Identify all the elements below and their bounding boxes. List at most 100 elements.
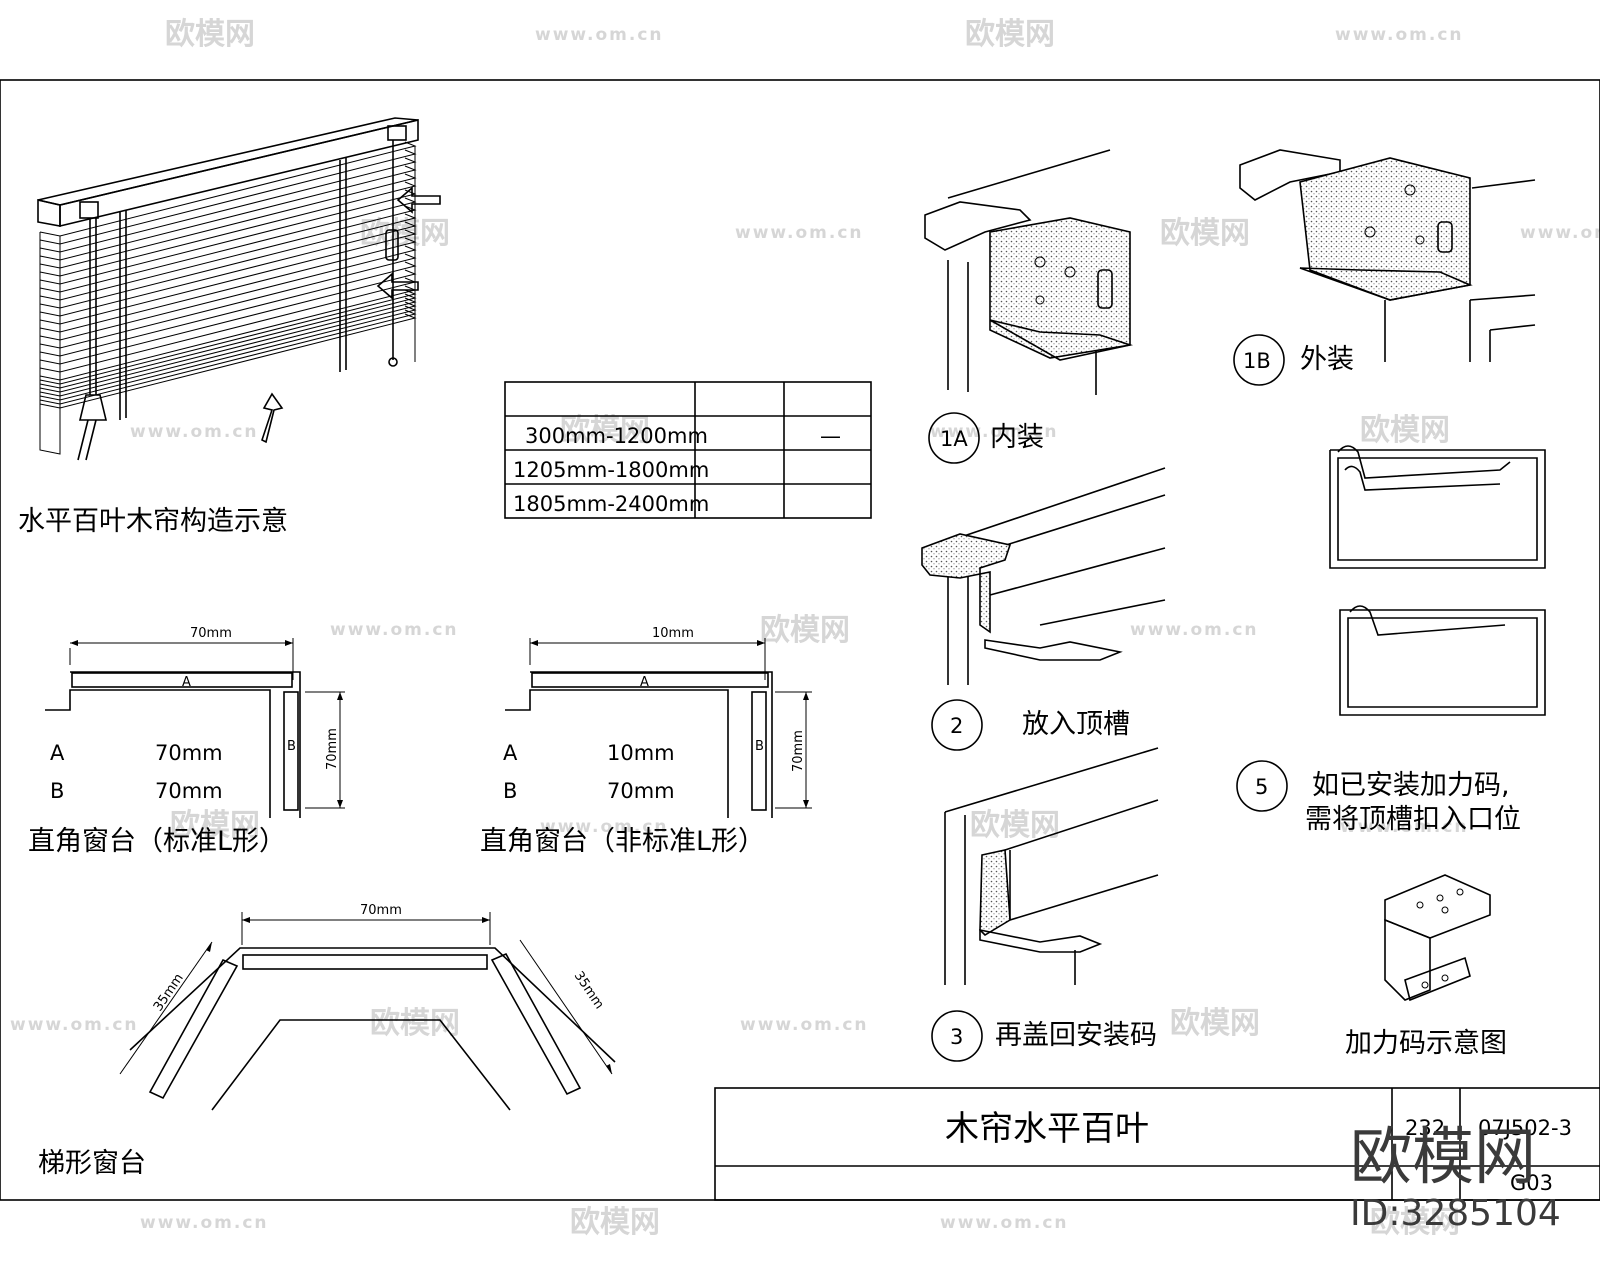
svg-text:www.om.cn: www.om.cn — [740, 1015, 869, 1035]
svg-text:欧模网: 欧模网 — [165, 17, 255, 52]
svg-text:欧模网: 欧模网 — [760, 613, 850, 648]
trap-top-dim: 70mm — [360, 903, 402, 918]
svg-text:A: A — [503, 741, 518, 765]
svg-text:1B: 1B — [1243, 349, 1271, 373]
svg-text:欧模网: 欧模网 — [370, 1006, 460, 1041]
step-1b-label: 1B 外装 — [1233, 334, 1354, 386]
svg-text:10mm: 10mm — [607, 741, 675, 765]
svg-text:www.om.cn: www.om.cn — [330, 620, 459, 640]
svg-text:www.om.cn: www.om.cn — [735, 223, 864, 243]
blind-slat — [39, 221, 417, 317]
blind-slat — [39, 197, 417, 293]
blind-slat — [39, 173, 417, 269]
svg-text:www.om.cn: www.om.cn — [10, 1015, 139, 1035]
svg-text:欧模网: 欧模网 — [1170, 1006, 1260, 1041]
svg-text:欧模网: 欧模网 — [170, 808, 260, 843]
svg-text:5: 5 — [1255, 775, 1268, 799]
title-block-page: 232 — [1405, 1116, 1445, 1140]
blind-slat — [39, 261, 417, 357]
blind-slat — [39, 141, 417, 237]
svg-text:需将顶槽扣入口位: 需将顶槽扣入口位 — [1305, 804, 1521, 835]
svg-text:www.om.cn: www.om.cn — [535, 25, 664, 45]
size-table: 300mm-1200mm — 1205mm-1800mm 1805mm-2400… — [504, 381, 872, 519]
blind-slat — [39, 297, 417, 393]
watermark-layer: 欧模网 www.om.cn 欧模网 www.om.cn 欧模网 www.om.c… — [10, 17, 1600, 1240]
blind-slat — [39, 205, 417, 301]
nonstd-l-top-dim: 10mm — [652, 626, 694, 641]
blind-slat — [39, 229, 417, 325]
svg-text:A: A — [182, 675, 191, 690]
svg-text:欧模网: 欧模网 — [970, 808, 1060, 843]
svg-text:外装: 外装 — [1300, 344, 1354, 375]
svg-text:www.om.cn: www.om.cn — [1520, 223, 1600, 243]
svg-text:欧模网: 欧模网 — [965, 17, 1055, 52]
blind-slat — [39, 285, 417, 381]
blind-slat — [39, 237, 417, 333]
svg-text:再盖回安装码: 再盖回安装码 — [995, 1020, 1157, 1051]
svg-text:3: 3 — [950, 1025, 963, 1049]
svg-text:如已安装加力码,: 如已安装加力码, — [1312, 770, 1510, 801]
svg-text:欧模网: 欧模网 — [1360, 413, 1450, 448]
blind-slat — [39, 313, 417, 409]
blind-slat — [39, 277, 417, 373]
svg-text:www.om.cn: www.om.cn — [1335, 25, 1464, 45]
svg-text:www.om.cn: www.om.cn — [540, 817, 669, 837]
blind-caption: 水平百叶木帘构造示意 — [18, 506, 288, 537]
blind-slat — [39, 213, 417, 309]
blind-slat — [39, 165, 417, 261]
svg-text:B: B — [50, 779, 64, 803]
step-5-profiles — [1329, 445, 1546, 716]
step-1b-illustration — [1239, 149, 1536, 362]
svg-text:35mm: 35mm — [151, 971, 187, 1014]
blind-slat — [39, 157, 417, 253]
blind-slat — [39, 181, 417, 277]
svg-text:B: B — [755, 739, 764, 754]
step-3-illustration — [944, 747, 1159, 985]
table-cell-range-3: 1805mm-2400mm — [513, 492, 709, 516]
nonstd-l-diagram: 10mm A B 70mm A 10mm B 70mm — [503, 626, 812, 818]
svg-text:欧模网: 欧模网 — [560, 413, 650, 448]
svg-text:70mm: 70mm — [155, 779, 223, 803]
svg-text:内装: 内装 — [990, 422, 1044, 453]
blind-slat — [39, 269, 417, 365]
svg-text:欧模网: 欧模网 — [1350, 1120, 1536, 1193]
trapezoid-caption: 梯形窗台 — [38, 1148, 146, 1179]
svg-text:A: A — [50, 741, 65, 765]
svg-text:www.om.cn: www.om.cn — [1340, 817, 1469, 837]
blind-slat — [39, 245, 417, 341]
reinforce-bracket-illustration — [1384, 874, 1491, 1002]
step-3-label: 3 再盖回安装码 — [931, 1010, 1157, 1062]
svg-text:B: B — [287, 739, 296, 754]
step-5-label: 5 如已安装加力码, 需将顶槽扣入口位 — [1236, 760, 1521, 835]
svg-text:70mm: 70mm — [607, 779, 675, 803]
trapezoid-diagram: 70mm 35mm 35mm — [119, 903, 616, 1111]
svg-text:B: B — [503, 779, 517, 803]
blind-slat — [39, 309, 417, 405]
svg-text:ID:3285104: ID:3285104 — [1350, 1193, 1561, 1234]
corner-watermark: 欧模网 ID:3285104 — [1350, 1120, 1561, 1234]
svg-text:35mm: 35mm — [571, 969, 607, 1012]
nonstd-l-caption: 直角窗台（非标准L形） — [480, 826, 765, 857]
std-l-diagram: 70mm A B 70mm A 70mm B 70mm — [45, 626, 345, 818]
svg-text:www.om.cn: www.om.cn — [940, 1213, 1069, 1233]
blind-illustration — [37, 117, 441, 461]
std-l-caption: 直角窗台（标准L形） — [28, 826, 286, 857]
table-cell-mark-1: — — [820, 424, 841, 448]
svg-text:欧模网: 欧模网 — [570, 1205, 660, 1240]
blind-slat — [39, 149, 417, 245]
svg-text:70mm: 70mm — [155, 741, 223, 765]
svg-text:2: 2 — [950, 714, 963, 738]
svg-text:70mm: 70mm — [791, 730, 806, 772]
step-1a-illustration — [924, 149, 1134, 395]
blind-slat — [39, 189, 417, 285]
table-cell-range-2: 1205mm-1800mm — [513, 458, 709, 482]
svg-text:A: A — [640, 675, 649, 690]
step-2-illustration — [921, 467, 1166, 685]
svg-text:www.om.cn: www.om.cn — [140, 1213, 269, 1233]
svg-text:欧模网: 欧模网 — [1370, 1205, 1460, 1240]
blind-slat — [39, 253, 417, 349]
bracket-caption: 加力码示意图 — [1345, 1028, 1507, 1059]
svg-text:www.om.cn: www.om.cn — [130, 422, 259, 442]
blind-slat — [39, 293, 417, 389]
